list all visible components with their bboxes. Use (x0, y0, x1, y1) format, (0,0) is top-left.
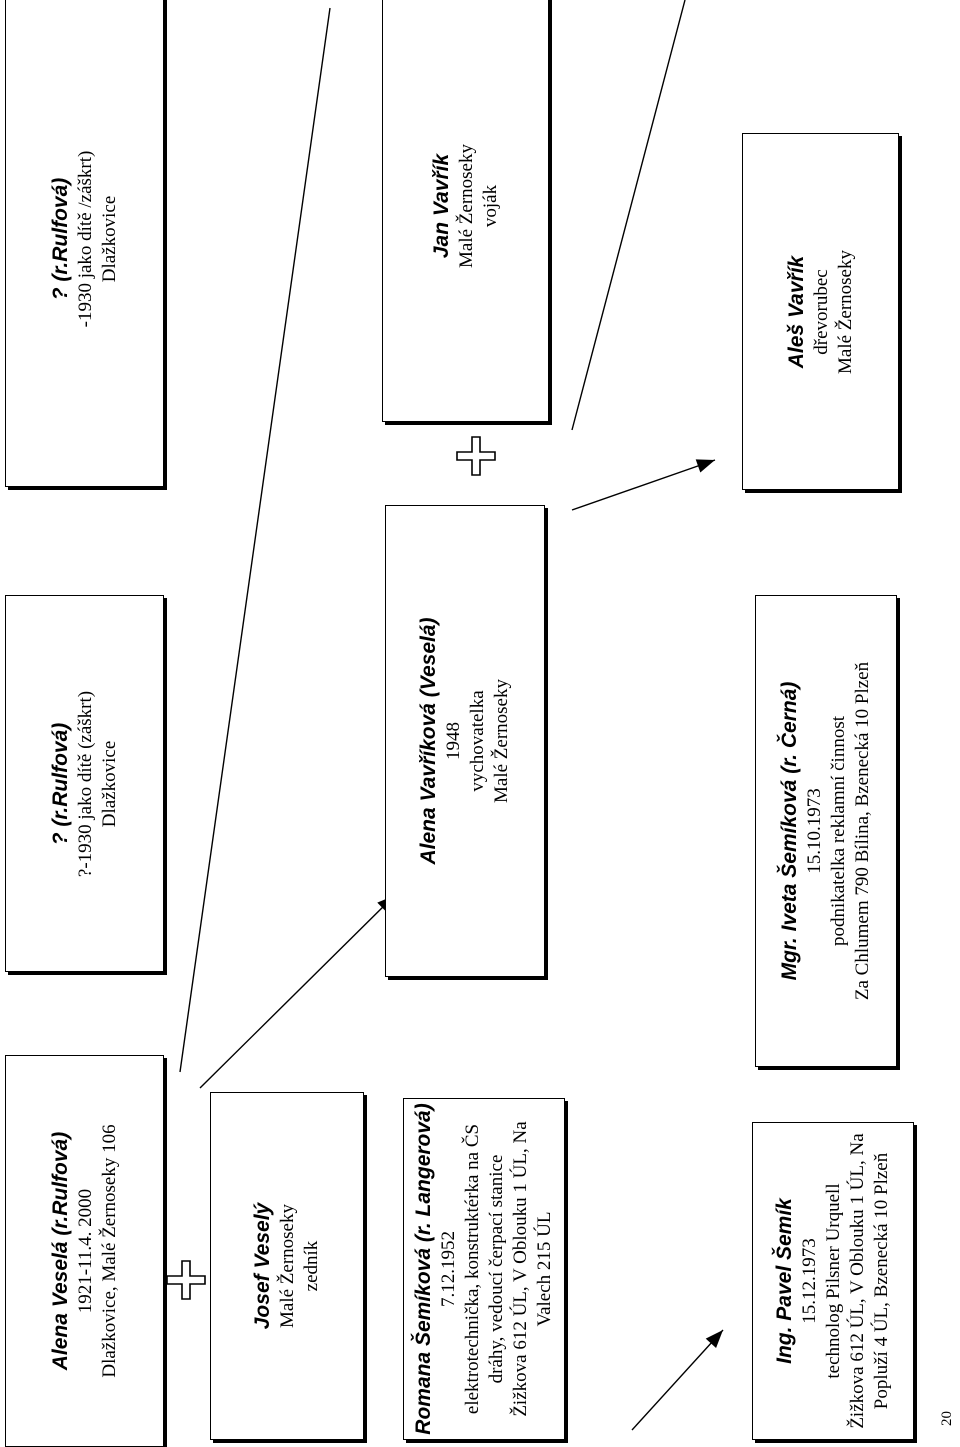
arrow-to-ales-vavrik-head (695, 459, 715, 473)
marriage-plus-icon (166, 1260, 206, 1300)
person-detail: elektrotechnička, konstruktérka na ČS (462, 1123, 483, 1415)
person-detail: vychovatelka (467, 690, 488, 792)
person-detail: Žižkova 612 ÚL, V Oblouku 1 ÚL, Na (510, 1121, 531, 1417)
children-line (571, 0, 686, 431)
person-detail: ?-1930 jako dítě (záškrt) (74, 690, 96, 877)
person-detail: zedník (301, 1240, 322, 1292)
person-box-rulfova-2: ? (r.Rulfová)-1930 jako dítě /záškrt)Dla… (5, 0, 164, 487)
person-detail: Dlažkovice (98, 740, 120, 827)
person-detail: 1948 (443, 722, 464, 761)
marriage-plus-icon (456, 436, 496, 476)
person-detail: podnikatelka reklamní činnost (828, 715, 849, 947)
arrow-to-pavel-semik-head (705, 1330, 723, 1349)
person-detail: 15.10.1973 (804, 788, 825, 874)
person-detail: Dlažkovice, Malé Žernoseky 106 (98, 1124, 120, 1378)
person-name: Ing. Pavel Šemík (773, 1198, 796, 1364)
person-detail: Malé Žernoseky (834, 249, 856, 374)
person-text: ? (r.Rulfová)?-1930 jako dítě (záškrt)Dl… (48, 690, 122, 876)
arrow-to-ales-vavrik-line (571, 459, 716, 511)
person-detail: 1921-11.4. 2000 (74, 1188, 96, 1314)
person-box-rulfova-1: ? (r.Rulfová)?-1930 jako dítě (záškrt)Dl… (5, 595, 164, 972)
parents-line (179, 7, 331, 1073)
person-name: Aleš Vavřík (784, 255, 808, 368)
person-detail: Popluží 4 ÚL, Bzenecká 10 Plzeň (871, 1152, 892, 1410)
person-detail: -1930 jako dítě /záškrt) (74, 150, 96, 327)
person-name: ? (r.Rulfová) (48, 177, 72, 300)
person-detail: 15.12.1973 (799, 1238, 820, 1324)
person-name: Romana Šemíková (r. Langerová) (412, 1103, 435, 1435)
person-detail: Malé Žernoseky (491, 679, 512, 803)
arrow-to-alena-vavrikova-line (199, 894, 396, 1089)
person-detail: technolog Pilsner Urquell (823, 1183, 844, 1379)
person-name: Jan Vavřík (429, 153, 453, 259)
person-detail: Valech 215 ÚL (534, 1211, 555, 1327)
person-detail: Malé Žernoseky (455, 144, 477, 268)
person-detail: Žižkova 612 ÚL, V Oblouku 1 ÚL, Na (847, 1133, 868, 1429)
person-text: ? (r.Rulfová)-1930 jako dítě /záškrt)Dla… (48, 150, 122, 327)
person-detail: voják (479, 184, 501, 228)
person-detail: dráhy, vedoucí čerpací stanice (486, 1154, 507, 1384)
person-name: Alena Veselá (r.Rulfová) (48, 1131, 72, 1371)
person-name: ? (r.Rulfová) (48, 722, 72, 845)
arrow-to-pavel-semik-line (631, 1329, 724, 1431)
person-detail: 7.12.1952 (438, 1231, 459, 1308)
person-name: Josef Veselý (251, 1202, 274, 1330)
person-detail: Malé Žernoseky (277, 1204, 298, 1328)
person-detail: Dlažkovice (98, 195, 120, 282)
person-box-iveta-semikova: Mgr. Iveta Šemíková (r. Černá)15.10.1973… (755, 595, 897, 1067)
person-text: Mgr. Iveta Šemíková (r. Černá)15.10.1973… (777, 662, 875, 1000)
person-name: Mgr. Iveta Šemíková (r. Černá) (778, 681, 801, 981)
person-name: Alena Vavříková (Veselá) (417, 617, 440, 865)
person-detail: Za Chlumem 790 Bílina, Bzenecká 10 Plzeň (852, 661, 873, 1001)
person-detail: dřevorubec (810, 268, 832, 355)
page-number: 20 (939, 1411, 955, 1426)
